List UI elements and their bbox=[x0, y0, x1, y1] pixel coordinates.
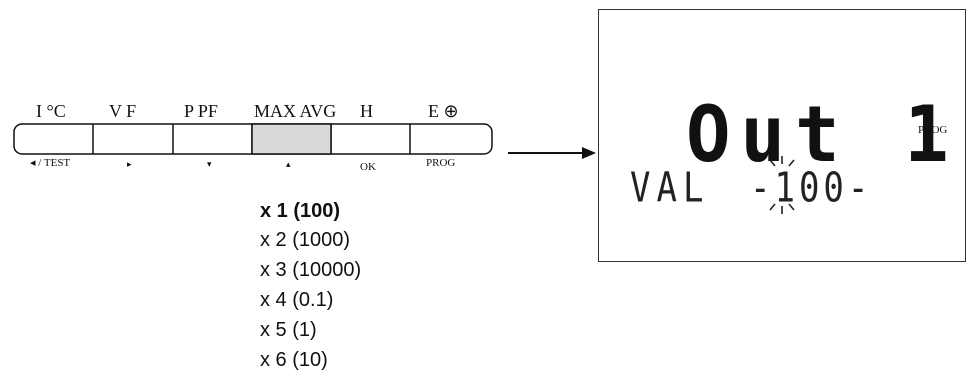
key-label-e-clock[interactable]: E ⊕ bbox=[428, 101, 459, 121]
key-label-i-c[interactable]: I °C bbox=[36, 101, 66, 121]
up-arrow-icon: ▴ bbox=[286, 159, 291, 169]
key-label-p-pf[interactable]: P PF bbox=[184, 101, 218, 121]
key-label-h[interactable]: H bbox=[360, 101, 373, 121]
display-prog-indicator: PROG bbox=[918, 124, 948, 136]
display-main-text: Out 1 bbox=[686, 89, 959, 180]
key-sublabel-test: ◂ / TEST bbox=[30, 157, 71, 169]
multiplier-item-1: x 1 (100) bbox=[260, 200, 341, 222]
lcd-display bbox=[598, 9, 966, 262]
down-arrow-icon: ▾ bbox=[207, 159, 212, 169]
multiplier-item-2: x 2 (1000) bbox=[260, 229, 351, 251]
right-arrow-icon: ▸ bbox=[127, 159, 132, 169]
multiplier-item-5: x 5 (1) bbox=[260, 319, 317, 341]
key-label-max-avg[interactable]: MAX AVG bbox=[254, 101, 337, 121]
display-val-value: -100- bbox=[750, 164, 873, 213]
key-label-v-f[interactable]: V F bbox=[109, 101, 137, 121]
key-sublabel-ok: OK bbox=[360, 161, 376, 173]
multiplier-item-6: x 6 (10) bbox=[260, 349, 328, 371]
pressed-key-highlight bbox=[251, 123, 332, 155]
key-sublabel-prog: PROG bbox=[426, 157, 456, 169]
multiplier-item-3: x 3 (10000) bbox=[260, 259, 362, 281]
multiplier-item-4: x 4 (0.1) bbox=[260, 289, 334, 311]
display-val-label: VAL bbox=[630, 164, 710, 213]
